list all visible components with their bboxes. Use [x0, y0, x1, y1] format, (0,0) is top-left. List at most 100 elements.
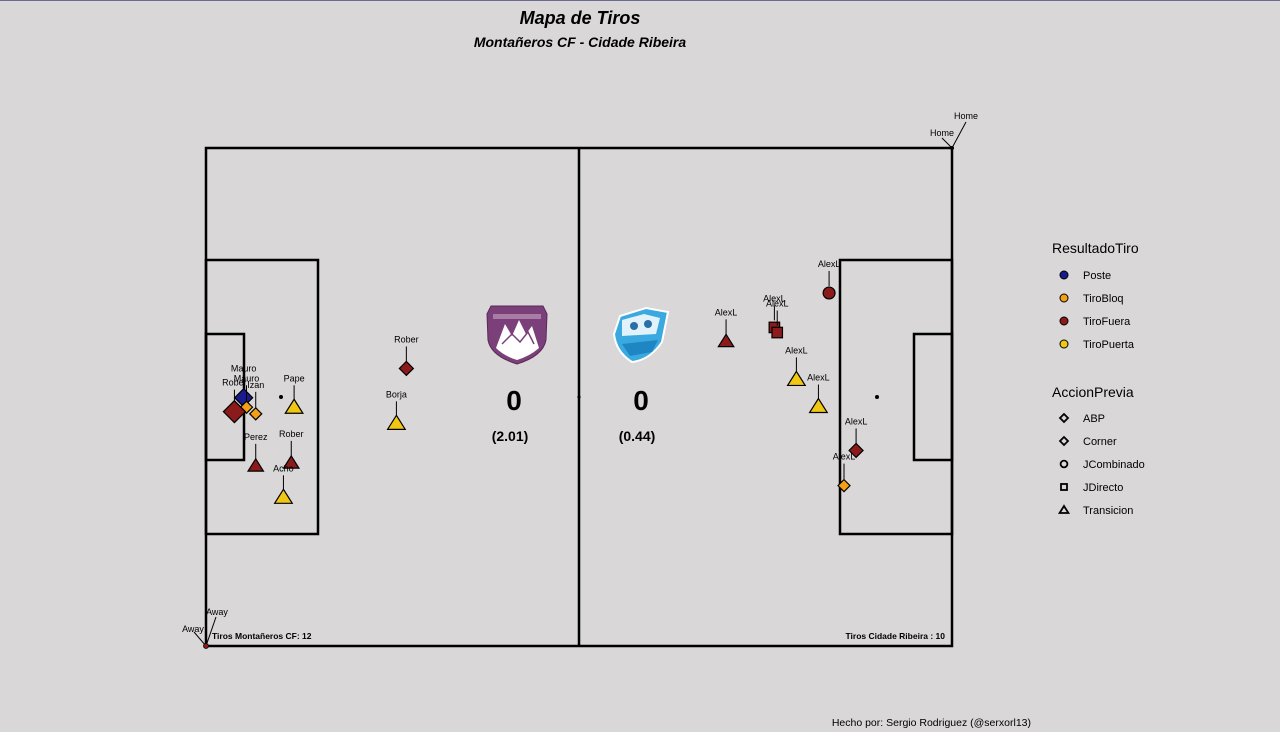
- shot-15: AlexL: [807, 373, 830, 414]
- legend-result-swatch: [1059, 339, 1069, 349]
- legend-result-label: Poste: [1083, 270, 1111, 282]
- legend-action-item: JCombinado: [1059, 459, 1145, 471]
- legend-action-symbol: [1057, 504, 1071, 514]
- legend-result-label: TiroBloq: [1083, 293, 1124, 305]
- away-direction-label-side: Away: [182, 624, 204, 634]
- shot-3: Rober: [222, 378, 247, 424]
- cidade-ribeira-crest-icon: [612, 306, 670, 364]
- shot-marker: [282, 454, 301, 469]
- away-shots-count: Tiros Cidade Ribeira : 10: [845, 631, 945, 641]
- legend-action-item: ABP: [1058, 412, 1105, 425]
- shot-player-label: Rober: [279, 429, 304, 439]
- home-corner-point: [950, 146, 954, 150]
- shot-17: AlexL: [833, 452, 856, 493]
- shot-player-label: Izan: [247, 380, 264, 390]
- top-border: [0, 0, 1280, 1]
- legend-action-label: JDirecto: [1083, 482, 1123, 494]
- shot-9: Borja: [386, 389, 407, 430]
- centre-spot: [577, 395, 581, 399]
- shot-marker: [786, 370, 807, 387]
- away-xg: (0.44): [619, 428, 656, 444]
- right-six-yard-box: [912, 332, 954, 462]
- legend-action-symbol: [1059, 459, 1069, 469]
- away-direction-marker: Away Away: [182, 607, 228, 649]
- chart-title: Mapa de Tiros: [520, 8, 641, 28]
- legend-result-label: TiroFuera: [1083, 316, 1131, 328]
- legend-result-item: Poste: [1059, 270, 1111, 282]
- shot-player-label: AlexL: [715, 307, 738, 317]
- shot-player-label: Pape: [284, 373, 305, 383]
- shot-12: AlexL: [766, 299, 789, 339]
- montaneros-crest-icon: [486, 305, 548, 365]
- shot-marker: [386, 414, 407, 430]
- legend-action-symbol: [1058, 412, 1070, 424]
- shot-marker: [837, 478, 851, 493]
- legend-result-swatch: [1059, 316, 1069, 326]
- legend-action-label: JCombinado: [1083, 459, 1145, 471]
- legend-action-label: Transicion: [1083, 505, 1133, 517]
- home-shots-count: Tiros Montañeros CF: 12: [212, 631, 312, 641]
- shot-player-label: AlexL: [766, 299, 789, 309]
- home-xg: (2.01): [492, 428, 529, 444]
- away-score: 0: [633, 385, 649, 416]
- away-leader-line-side: [193, 631, 207, 647]
- legend-action-item: Corner: [1058, 435, 1117, 448]
- legend: ResultadoTiro PosteTiroBloqTiroFueraTiro…: [1052, 240, 1145, 517]
- shot-player-label: AlexL: [807, 373, 830, 383]
- legend-action-item: JDirecto: [1060, 482, 1123, 494]
- legend-result-swatch: [1059, 270, 1069, 280]
- shot-4: Pape: [284, 373, 305, 414]
- right-penalty-spot: [875, 395, 879, 399]
- shot-14: AlexL: [785, 345, 808, 387]
- credit-text: Hecho por: Sergio Rodriguez (@serxorl13): [832, 717, 1031, 729]
- legend-result-swatch: [1059, 293, 1069, 303]
- chart-subtitle: Montañeros CF - Cidade Ribeira: [474, 34, 687, 50]
- home-direction-label-top: Home: [954, 111, 978, 121]
- left-penalty-spot: [279, 395, 283, 399]
- shot-marker: [398, 360, 415, 377]
- legend-result-item: TiroPuerta: [1059, 339, 1135, 351]
- legend-action-title: AccionPrevia: [1052, 384, 1134, 400]
- shot-player-label: Borja: [386, 389, 407, 399]
- shot-marker: [771, 326, 784, 339]
- shot-player-label: AlexL: [833, 452, 856, 462]
- home-leader-line-side: [941, 137, 953, 149]
- legend-action-label: ABP: [1083, 413, 1105, 425]
- shot-8: Rober: [394, 334, 419, 377]
- away-direction-label-top: Away: [206, 607, 228, 617]
- shot-marker: [717, 333, 735, 348]
- shot-player-label: AlexL: [845, 416, 868, 426]
- home-direction-marker: Home Home: [930, 111, 978, 150]
- shot-player-label: AlexL: [818, 259, 841, 269]
- shot-marker: [848, 442, 864, 459]
- pitch: [204, 146, 954, 648]
- home-direction-label-side: Home: [930, 128, 954, 138]
- left-penalty-box: [204, 258, 320, 536]
- shot-marker: [246, 457, 265, 472]
- shot-player-label: AlexL: [763, 293, 786, 303]
- shot-player-label: Rober: [222, 378, 247, 388]
- legend-action-label: Corner: [1083, 436, 1117, 448]
- shot-marker: [248, 406, 263, 421]
- shot-16: AlexL: [845, 416, 868, 459]
- legend-result-title: ResultadoTiro: [1052, 240, 1139, 256]
- away-corner-point: [203, 643, 209, 649]
- away-leader-line: [205, 616, 217, 647]
- shot-6: Rober: [279, 429, 304, 469]
- legend-action-symbol: [1060, 483, 1068, 491]
- home-leader-line: [951, 121, 967, 149]
- shot-player-label: Mauro: [231, 364, 257, 374]
- shot-marker: [273, 488, 294, 504]
- legend-result-item: TiroBloq: [1059, 293, 1124, 305]
- shot-player-label: AlexL: [785, 345, 808, 355]
- shot-5: Perez: [244, 432, 268, 472]
- legend-action-symbol: [1058, 435, 1070, 447]
- shot-2: Izan: [247, 380, 264, 421]
- right-penalty-box: [838, 258, 954, 536]
- shot-marker: [284, 398, 304, 414]
- shot-10: AlexL: [818, 259, 841, 300]
- shot-player-label: Perez: [244, 432, 268, 442]
- legend-result-label: TiroPuerta: [1083, 339, 1135, 351]
